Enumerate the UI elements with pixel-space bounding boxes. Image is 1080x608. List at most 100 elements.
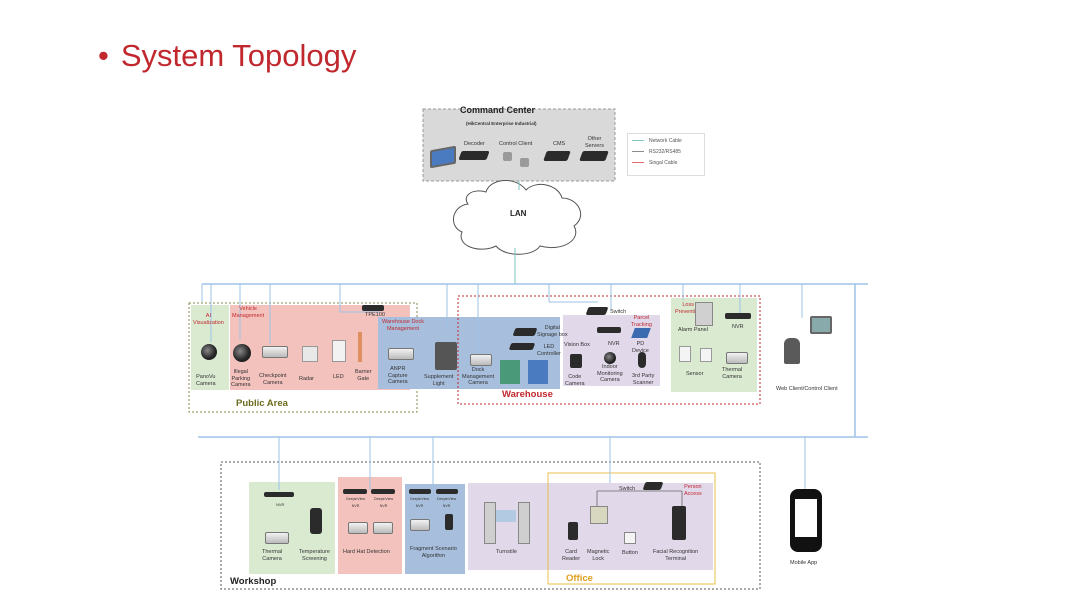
workshop-small-label: DeepinView NVR xyxy=(374,497,394,508)
signal-cable-swatch xyxy=(632,162,644,164)
code-camera-icon xyxy=(570,354,582,368)
turnstile-glass-icon xyxy=(496,510,516,522)
hard-hat-nvr-icon xyxy=(343,489,367,494)
fragment-nvr-icon xyxy=(409,489,431,494)
cms-server-icon xyxy=(543,151,571,161)
public-device-label: ANPR Capture Camera xyxy=(388,366,408,385)
command-center-device-label: Decoder xyxy=(464,141,485,147)
hard-hat-camera-icon xyxy=(348,522,368,534)
monitor-icon xyxy=(810,316,832,334)
web-client-label: Web Client/Control Client xyxy=(776,386,838,392)
warehouse-zone xyxy=(457,295,761,405)
warehouse-device-label: Thermal Camera xyxy=(722,367,743,380)
workshop-small-label: DeepinView NVR xyxy=(437,497,457,508)
panovu-camera-icon xyxy=(201,344,217,360)
button-icon xyxy=(624,532,636,544)
fragment-device-icon xyxy=(445,514,453,530)
legend-item: Singal Cable xyxy=(632,158,700,169)
command-center-zone xyxy=(422,108,616,182)
warehouse-device-label: Alarm Panel xyxy=(678,327,708,333)
nvr-icon xyxy=(597,327,621,333)
dock-camera-icon xyxy=(470,354,492,366)
network-cable-swatch xyxy=(632,140,644,142)
warehouse-device-label: LED Controller xyxy=(537,344,561,357)
rs232-swatch xyxy=(632,151,644,153)
workshop-device-label: Temperature Screening xyxy=(299,549,330,562)
workshop-device-label: Hard Hat Detection xyxy=(343,549,390,555)
switch-icon xyxy=(585,307,609,315)
warehouse-device-label: 3rd Party Scanner xyxy=(632,373,655,386)
warehouse-device-label: Digital Signage box xyxy=(537,325,568,338)
warehouse-device-label: Switch xyxy=(610,309,627,315)
legend-item: RS232/RS485 xyxy=(632,147,700,158)
sensor-icon-2 xyxy=(700,348,712,362)
sensor-icon xyxy=(679,346,691,362)
vehicle-management-label: Vehicle Management xyxy=(232,306,265,319)
public-device-label: LED xyxy=(333,374,344,380)
warehouse-device-label: Sensor xyxy=(686,371,704,377)
command-center-title: Command Center xyxy=(460,105,536,115)
command-center-device-label: CMS xyxy=(553,141,566,147)
loss-prevention-label: Loss Prevention xyxy=(675,302,702,315)
office-switch-label: Switch xyxy=(619,486,636,492)
workshop-small-label: DeepinView NVR xyxy=(346,497,366,508)
turnstile-icon xyxy=(484,502,496,544)
workshop-small-label: DeepinView NVR xyxy=(410,497,430,508)
fragment-camera-icon xyxy=(410,519,430,531)
public-area-title: Public Area xyxy=(236,398,288,409)
magnetic-lock-icon xyxy=(590,506,608,524)
office-zone xyxy=(547,472,716,585)
warehouse-device-label: NVR xyxy=(732,324,744,330)
anpr-camera-icon xyxy=(388,348,414,360)
warehouse-dock-label: Warehouse Dock Management xyxy=(382,319,424,332)
indoor-camera-icon xyxy=(604,352,616,364)
command-center-subtitle: (HikCentral Enterprise Industrial) xyxy=(466,121,537,126)
public-device-label: Illegal Parking Camera xyxy=(231,369,251,388)
fragment-nvr-icon-2 xyxy=(436,489,458,494)
command-center-device-label: Other Servers xyxy=(585,136,604,149)
checkpoint-camera-icon xyxy=(262,346,288,358)
loss-nvr-icon xyxy=(725,313,751,319)
person-access-label: Person Access xyxy=(684,484,702,497)
parcel-tracking-zone xyxy=(563,315,660,386)
tpe100-label: TPE100 xyxy=(365,312,385,318)
warehouse-device-label: Indoor Monitoring Camera xyxy=(597,364,623,383)
workshop-zone xyxy=(220,461,761,590)
workshop-small-label: NVR xyxy=(276,502,285,507)
other-servers-icon xyxy=(579,151,609,161)
signage-screen-icon xyxy=(500,360,520,384)
decoder-icon xyxy=(458,151,490,160)
mobile-app-label: Mobile App xyxy=(790,560,818,566)
tpe100-icon xyxy=(362,305,384,311)
office-device-label: Magnetic Lock xyxy=(587,549,610,562)
digital-signage-box-icon xyxy=(512,328,538,336)
lan-label: LAN xyxy=(510,209,527,218)
workshop-device-label: Fragment Scenario Algorithm xyxy=(410,546,457,559)
office-title: Office xyxy=(566,573,593,584)
public-area-zone xyxy=(188,302,418,413)
warehouse-device-label: NVR xyxy=(608,341,620,347)
public-device-label: Barrier Gate xyxy=(355,369,372,382)
temperature-screening-icon xyxy=(310,508,322,534)
hard-hat-nvr-icon-2 xyxy=(371,489,395,494)
illegal-parking-camera-icon xyxy=(233,344,251,362)
public-device-label: PanoVu Camera xyxy=(196,374,216,387)
facial-terminal-icon xyxy=(672,506,686,540)
workshop-device-label: Thermal Camera xyxy=(262,549,283,562)
warehouse-device-label: Code Camera xyxy=(565,374,585,387)
led-icon xyxy=(332,340,346,362)
workshop-device-label: Turnstile xyxy=(496,549,517,555)
lan-cloud xyxy=(453,180,582,255)
warehouse-device-label: Dock Management Camera xyxy=(462,367,495,386)
office-device-label: Button xyxy=(622,550,638,556)
office-switch-icon xyxy=(642,482,664,490)
parcel-tracking-label: Parcel Tracking xyxy=(631,315,652,328)
alarm-panel-icon xyxy=(695,302,713,326)
scanner-icon xyxy=(638,352,646,368)
legend-item: Network Cable xyxy=(632,136,700,147)
barrier-gate-icon xyxy=(358,332,362,362)
warehouse-device-label: Vision Box xyxy=(564,342,590,348)
operator-icon xyxy=(784,338,800,364)
radar-icon xyxy=(302,346,318,362)
